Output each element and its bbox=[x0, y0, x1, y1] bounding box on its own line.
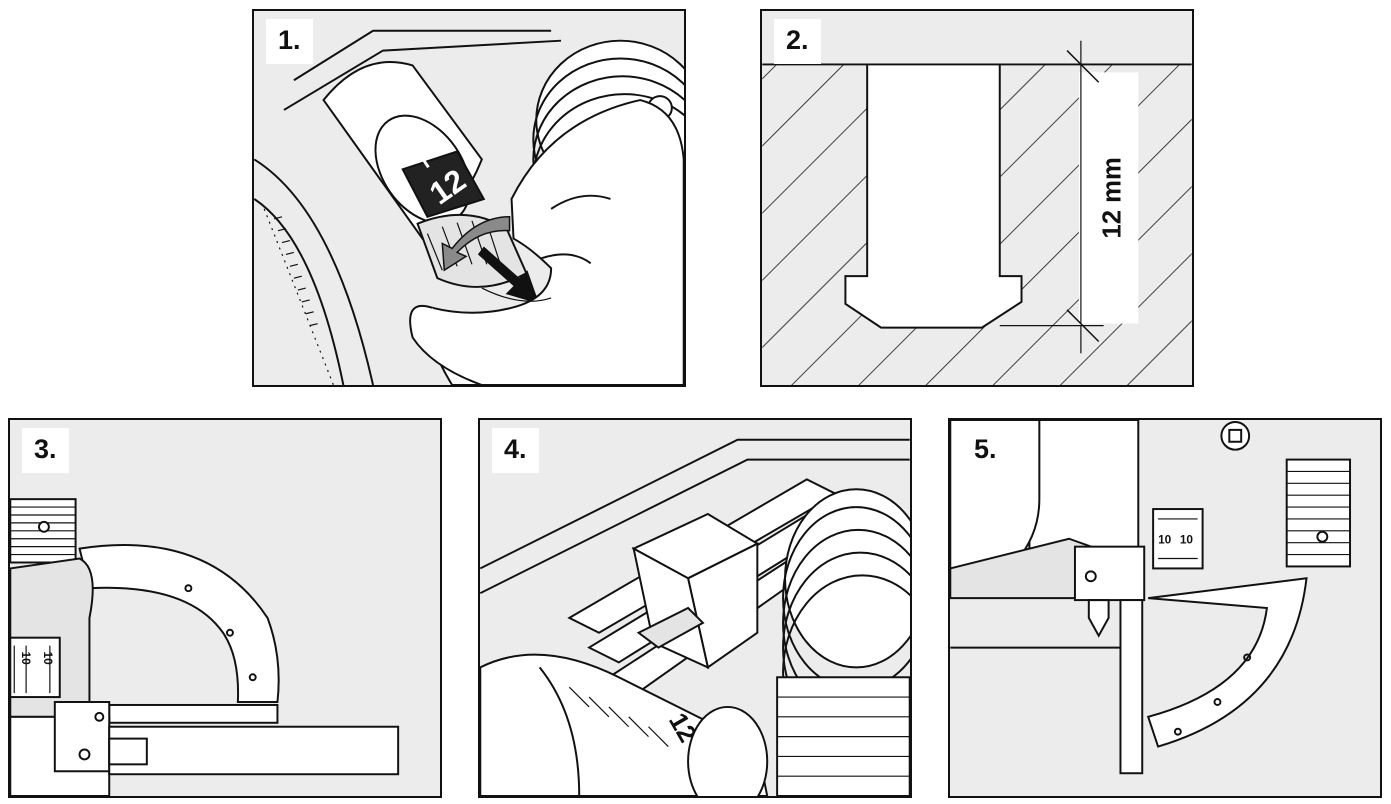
depth-dial-illustration: 12 bbox=[254, 29, 684, 385]
step-3-label: 3. bbox=[22, 428, 69, 473]
step-2-panel: 12 mm 2. bbox=[760, 9, 1194, 387]
step-2-label: 2. bbox=[774, 19, 821, 64]
depth-dimension-label: 12 mm bbox=[1098, 157, 1126, 239]
depth-stop-illustration: 12 bbox=[480, 438, 910, 796]
depth-scale-mark-5a: 10 bbox=[1158, 533, 1172, 547]
groove-cross-section: 12 mm bbox=[762, 11, 1192, 385]
step-4-panel: 12 4. bbox=[478, 418, 912, 798]
side-view-illustration: 10 10 bbox=[10, 498, 400, 796]
step-3-panel: 10 10 3. bbox=[8, 418, 442, 798]
depth-scale-mark-5b: 10 bbox=[1180, 533, 1194, 547]
step-5-panel: 10 10 5. bbox=[948, 418, 1382, 798]
step-1-panel: 12 1. bbox=[252, 9, 686, 387]
step-4-label: 4. bbox=[492, 428, 539, 473]
depth-scale-mark-2: 10 bbox=[41, 652, 55, 666]
step-5-label: 5. bbox=[962, 428, 1009, 473]
step-1-label: 1. bbox=[266, 19, 313, 64]
front-view-illustration: 10 10 bbox=[950, 420, 1352, 775]
